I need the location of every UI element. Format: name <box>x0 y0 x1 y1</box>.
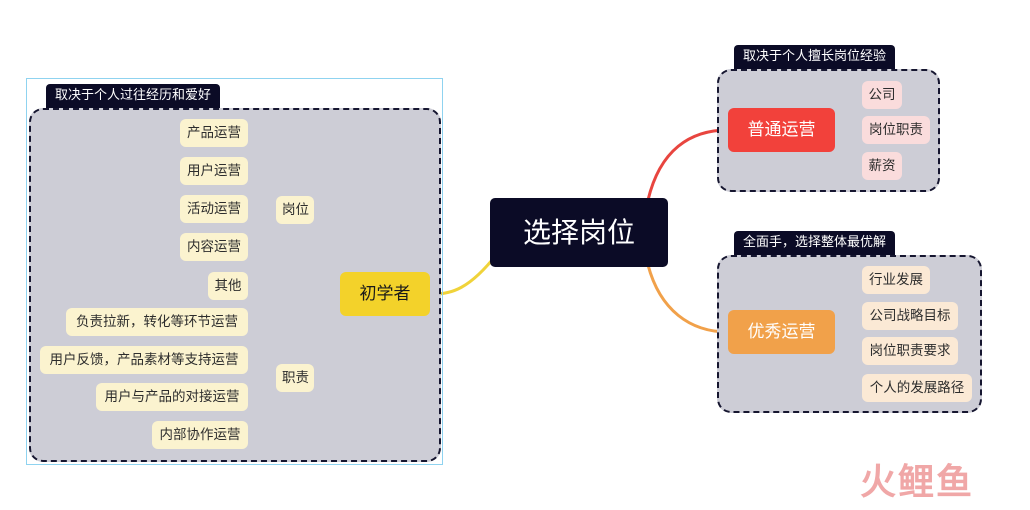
duty-item[interactable]: 负责拉新，转化等环节运营 <box>66 308 248 336</box>
position-group-node[interactable]: 岗位 <box>276 196 314 224</box>
position-item[interactable]: 用户运营 <box>180 157 248 185</box>
excellent-item[interactable]: 行业发展 <box>862 266 930 294</box>
brand-logo-text: 火鲤鱼 <box>860 462 975 503</box>
duty-group-node[interactable]: 职责 <box>276 364 314 392</box>
central-topic[interactable]: 选择岗位 <box>490 198 668 267</box>
normal-item[interactable]: 薪资 <box>862 152 902 180</box>
right-bottom-summary-tag: 全面手，选择整体最优解 <box>734 231 896 255</box>
excellent-item[interactable]: 公司战略目标 <box>862 302 958 330</box>
duty-item[interactable]: 内部协作运营 <box>152 421 248 449</box>
right-top-summary-tag: 取决于个人擅长岗位经验 <box>734 45 896 69</box>
normal-item[interactable]: 公司 <box>862 81 902 109</box>
left-summary-tag: 取决于个人过往经历和爱好 <box>46 84 221 108</box>
excellent-item[interactable]: 岗位职责要求 <box>862 337 958 365</box>
position-item[interactable]: 产品运营 <box>180 119 248 147</box>
normal-item[interactable]: 岗位职责 <box>862 116 930 144</box>
position-item[interactable]: 其他 <box>208 272 248 300</box>
excellent-ops-node[interactable]: 优秀运营 <box>728 310 835 354</box>
beginner-node[interactable]: 初学者 <box>340 272 430 316</box>
position-item[interactable]: 内容运营 <box>180 233 248 261</box>
excellent-item[interactable]: 个人的发展路径 <box>862 374 972 402</box>
brand-logo: 火鲤鱼 <box>860 462 974 504</box>
duty-item[interactable]: 用户反馈，产品素材等支持运营 <box>40 346 248 374</box>
normal-ops-node[interactable]: 普通运营 <box>728 108 835 152</box>
position-item[interactable]: 活动运营 <box>180 195 248 223</box>
left-selection-frame <box>26 78 443 465</box>
duty-item[interactable]: 用户与产品的对接运营 <box>96 383 248 411</box>
